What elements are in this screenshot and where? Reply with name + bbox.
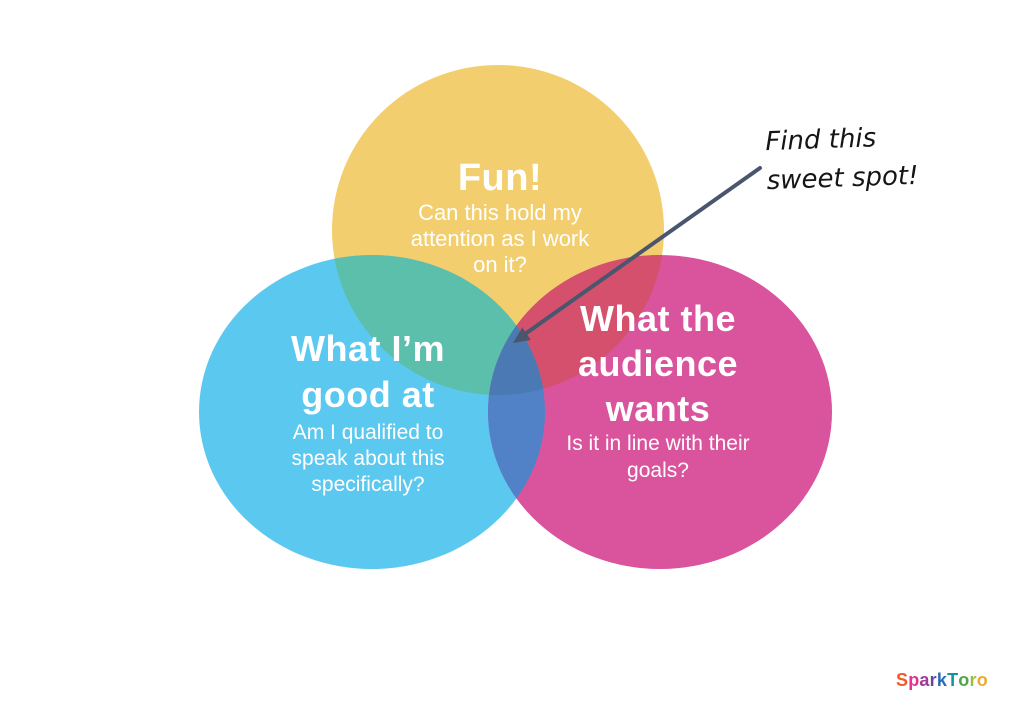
logo-letter: T bbox=[947, 670, 959, 690]
subtitle-line: Can this hold my bbox=[418, 200, 582, 225]
title-line: What I’m bbox=[291, 328, 445, 369]
subtitle-line: Is it in line with their bbox=[566, 432, 750, 455]
circle-good-at-subtitle: Am I qualified to speak about this speci… bbox=[248, 420, 488, 498]
logo-letter: o bbox=[958, 670, 970, 690]
subtitle-line: specifically? bbox=[311, 473, 425, 496]
circle-fun-subtitle: Can this hold my attention as I work on … bbox=[368, 200, 632, 278]
logo-letter: r bbox=[969, 670, 977, 690]
circle-audience-subtitle: Is it in line with their goals? bbox=[540, 430, 776, 484]
title-line: good at bbox=[301, 374, 435, 415]
sweet-spot-arrowhead-icon bbox=[513, 327, 531, 343]
annotation-line: sweet spot! bbox=[766, 160, 919, 197]
circle-good-at-title: What I’m good at bbox=[248, 326, 488, 418]
subtitle-line: speak about this bbox=[291, 447, 445, 470]
subtitle-line: on it? bbox=[473, 252, 527, 277]
overlap-fun-audience bbox=[488, 255, 664, 395]
title-line: audience bbox=[577, 343, 739, 384]
logo-letter: r bbox=[929, 670, 937, 690]
annotation-line: Find this bbox=[764, 123, 877, 158]
overlap-fun-good bbox=[332, 255, 545, 395]
circle-audience-title: What the audience wants bbox=[546, 296, 770, 431]
logo-letter: S bbox=[896, 670, 909, 690]
subtitle-line: goals? bbox=[627, 459, 689, 482]
title-line: What the bbox=[580, 298, 736, 339]
sweet-spot-arrow-line bbox=[523, 166, 762, 336]
circle-fun-title: Fun! bbox=[390, 158, 610, 198]
logo-letter: a bbox=[919, 670, 930, 690]
logo-letter: p bbox=[908, 670, 920, 690]
sweet-spot-annotation: Find this sweet spot! bbox=[765, 117, 948, 201]
subtitle-line: attention as I work bbox=[410, 226, 590, 251]
subtitle-line: Am I qualified to bbox=[292, 421, 444, 444]
logo-letter: o bbox=[976, 670, 988, 690]
title-line: Fun! bbox=[457, 157, 543, 199]
sparktoro-logo: SparkToro bbox=[896, 670, 988, 691]
logo-letter: k bbox=[936, 670, 948, 690]
title-line: wants bbox=[605, 388, 711, 429]
